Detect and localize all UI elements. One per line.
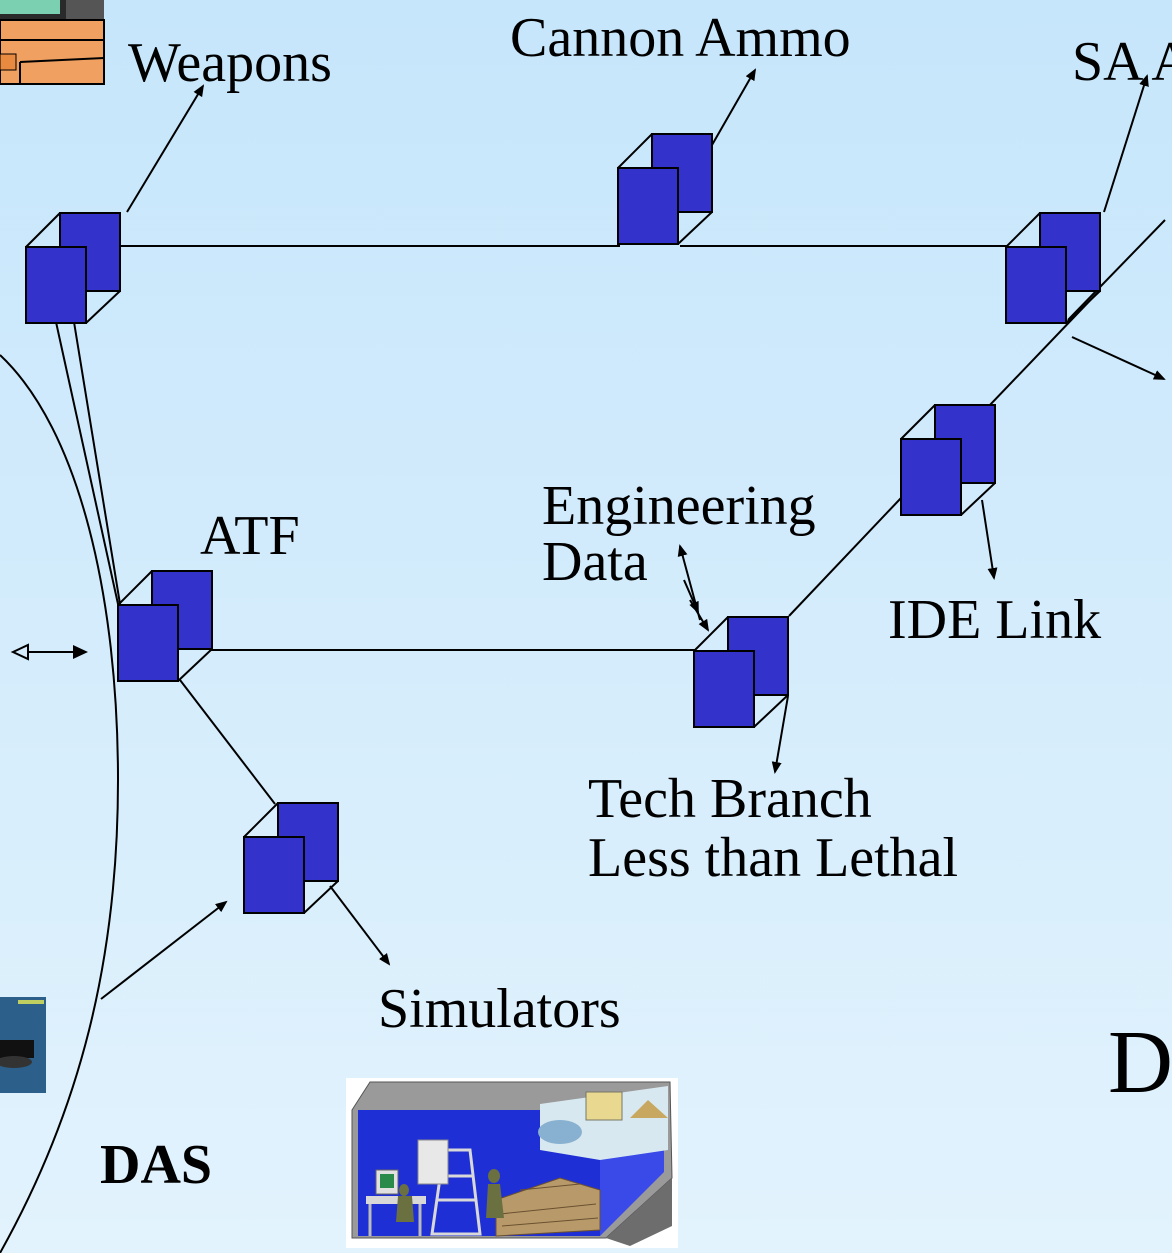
tech-branch-label-line1: Tech Branch [588,768,872,830]
cannon-ammo-label: Cannon Ammo [510,7,851,69]
partial-right-letter: D [1108,1013,1172,1112]
document-node-weapons [25,212,121,324]
document-node-tech-branch [693,616,789,728]
engineering-data-label-line1: Engineering [542,475,816,537]
document-node-atf [117,570,213,682]
weapons-icon [0,0,105,85]
document-node-sa [1005,212,1101,324]
das-label: DAS [100,1134,212,1196]
simulators-label: Simulators [378,978,621,1040]
tech-branch-label-line2: Less than Lethal [588,827,958,889]
document-node-simulators [243,802,339,914]
engineering-data-label-line2: Data [542,531,648,593]
ide-link-label: IDE Link [888,589,1101,651]
domain-boundary-curve [0,354,120,1253]
document-node-cannon-ammo [617,133,713,245]
weapons-label: Weapons [128,32,332,94]
atf-label: ATF [200,505,300,567]
device-thumbnail-image [0,997,46,1093]
sa-label: SA A [1072,31,1172,93]
document-node-ide-link [900,404,996,516]
simulator-room-image [346,1078,678,1248]
bidirectional-arrow-icon [10,643,88,661]
arrows [100,68,1166,1000]
